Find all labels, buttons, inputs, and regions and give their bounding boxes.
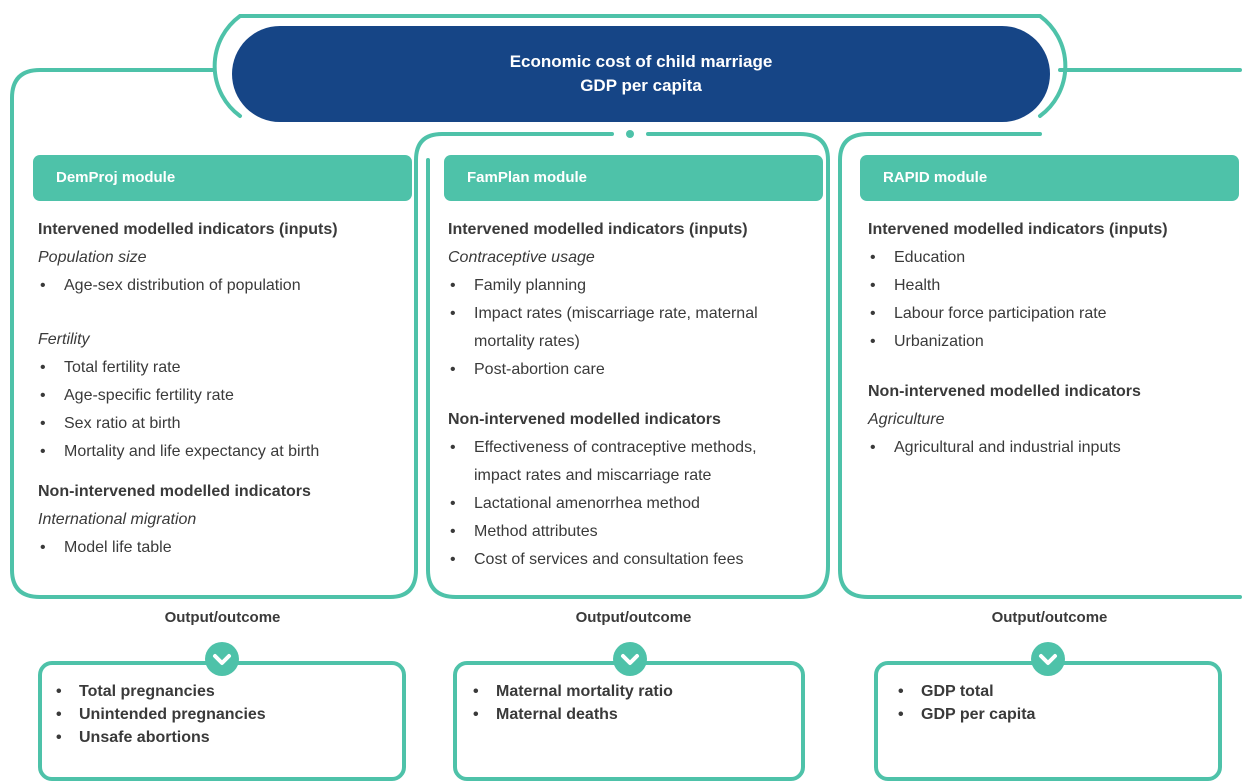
- rapid-bracket: [838, 68, 1242, 599]
- list-item: Urbanization: [868, 328, 1238, 356]
- title-outer-frame: [212, 14, 1068, 118]
- list-item-line-2: impact rates and miscarriage rate: [474, 467, 712, 484]
- connector-frame: [10, 14, 1242, 599]
- demproj-category-migration: International migration: [38, 511, 197, 528]
- rapid-outputs: GDP total GDP per capita: [896, 680, 1216, 726]
- famplan-module-header: FamPlan module: [444, 155, 823, 201]
- famplan-bracket: [426, 132, 830, 599]
- demproj-category-fertility: Fertility: [38, 331, 90, 348]
- list-item-line-2: mortality rates): [474, 333, 580, 350]
- chevron-down-icon: [205, 642, 239, 676]
- list-item: Lactational amenorrhea method: [448, 490, 824, 518]
- list-item: Family planning: [448, 272, 824, 300]
- list-item: Age-sex distribution of population: [38, 272, 408, 300]
- list-item: Age-specific fertility rate: [38, 382, 408, 410]
- demproj-content: Intervened modelled indicators (inputs) …: [38, 216, 408, 562]
- rapid-inputs-heading: Intervened modelled indicators (inputs): [868, 221, 1168, 238]
- list-item: Post-abortion care: [448, 356, 824, 384]
- rapid-output-label: Output/outcome: [991, 609, 1108, 626]
- output-item: Unintended pregnancies: [54, 703, 394, 726]
- title-line-2: GDP per capita: [580, 76, 702, 95]
- famplan-category-contraceptive: Contraceptive usage: [448, 249, 595, 266]
- rapid-content: Intervened modelled indicators (inputs) …: [868, 216, 1238, 462]
- title-line-1: Economic cost of child marriage: [509, 52, 773, 71]
- output-item: Total pregnancies: [54, 680, 394, 703]
- famplan-inputs-heading: Intervened modelled indicators (inputs): [448, 221, 748, 238]
- list-item: Mortality and life expectancy at birth: [38, 438, 408, 466]
- list-item: Sex ratio at birth: [38, 410, 408, 438]
- output-item: GDP total: [896, 680, 1216, 703]
- famplan-noninput-heading: Non-intervened modelled indicators: [448, 411, 721, 428]
- chevron-down-icon: [1031, 642, 1065, 676]
- rapid-category-agriculture: Agriculture: [868, 411, 945, 428]
- list-item: Labour force participation rate: [868, 300, 1238, 328]
- list-item: Agricultural and industrial inputs: [868, 434, 1238, 462]
- famplan-output-label: Output/outcome: [575, 609, 692, 626]
- output-item: Unsafe abortions: [54, 726, 394, 749]
- output-item: Maternal mortality ratio: [471, 680, 801, 703]
- list-item: Impact rates (miscarriage rate, maternal…: [448, 300, 824, 356]
- output-item: GDP per capita: [896, 703, 1216, 726]
- list-item: Model life table: [38, 534, 408, 562]
- list-item: Health: [868, 272, 1238, 300]
- demproj-module-header: DemProj module: [33, 155, 412, 201]
- demproj-outputs: Total pregnancies Unintended pregnancies…: [54, 680, 394, 749]
- output-item: Maternal deaths: [471, 703, 801, 726]
- chevron-down-icon: [613, 642, 647, 676]
- list-item: Cost of services and consultation fees: [448, 546, 824, 574]
- demproj-category-population: Population size: [38, 249, 147, 266]
- list-item: Effectiveness of contraceptive methods, i…: [448, 434, 824, 490]
- rapid-module-header: RAPID module: [860, 155, 1239, 201]
- demproj-noninput-heading: Non-intervened modelled indicators: [38, 483, 311, 500]
- demproj-output-label: Output/outcome: [164, 609, 281, 626]
- famplan-outputs: Maternal mortality ratio Maternal deaths: [471, 680, 801, 726]
- junction-dot: [626, 130, 634, 138]
- list-item: Total fertility rate: [38, 354, 408, 382]
- title-pill: Economic cost of child marriage GDP per …: [232, 26, 1050, 122]
- demproj-inputs-heading: Intervened modelled indicators (inputs): [38, 221, 338, 238]
- famplan-content: Intervened modelled indicators (inputs) …: [448, 216, 824, 574]
- list-item-line-1: Effectiveness of contraceptive methods,: [474, 439, 757, 456]
- list-item: Method attributes: [448, 518, 824, 546]
- list-item: Education: [868, 244, 1238, 272]
- demproj-bracket: [10, 68, 614, 599]
- list-item-line-1: Impact rates (miscarriage rate, maternal: [474, 305, 758, 322]
- rapid-noninput-heading: Non-intervened modelled indicators: [868, 383, 1141, 400]
